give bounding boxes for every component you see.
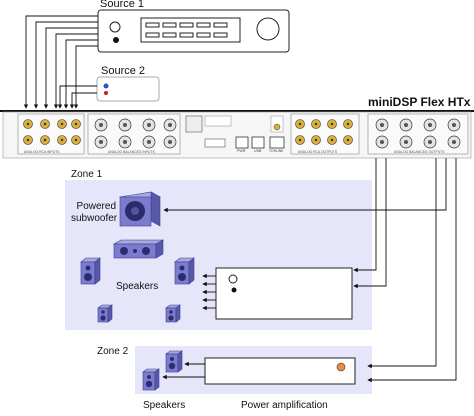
source1-cables: [23, 15, 98, 109]
rear-right-speaker-icon: [165, 304, 181, 323]
front-left-speaker-icon: [80, 257, 101, 285]
panel-label-balanced-inputs: ANALOG BALANCED INPUTS: [108, 150, 155, 154]
zone1-speakers-label: Speakers: [116, 281, 159, 292]
port-label-toslink: TOSLINK: [269, 149, 284, 153]
zone2-speaker-a-icon: [165, 350, 183, 373]
subwoofer-label-line1: Powered: [76, 201, 116, 212]
panel-label-rca-inputs: ANALOG RCA INPUTS: [24, 150, 60, 154]
source1-label: Source 1: [100, 0, 145, 10]
source2-label: Source 2: [101, 65, 146, 77]
port-label-usb: USB: [254, 149, 262, 153]
panel-label-rca-outputs: ANALOG RCA OUTPUTS: [298, 150, 338, 154]
source1-device: [97, 9, 290, 53]
subwoofer-icon: [119, 191, 161, 227]
source2-device: [96, 76, 160, 102]
panel-label-balanced-outputs: ANALOG BALANCED OUTPUTS: [394, 150, 445, 154]
output-cables: [163, 158, 457, 383]
zone2-amplifier: [204, 357, 356, 385]
zone2-title: Zone 2: [97, 346, 129, 357]
source2-cables: [57, 85, 97, 109]
center-speaker-icon: [112, 239, 165, 259]
zone1-title: Zone 1: [71, 169, 103, 180]
subwoofer-label-line2: subwoofer: [71, 213, 118, 224]
zone2-speakers-label: Speakers: [143, 400, 186, 411]
device-name: miniDSP Flex HTx: [368, 95, 471, 109]
zone2-speaker-cables: [162, 361, 205, 380]
zone2-speaker-b-icon: [142, 368, 160, 391]
rear-left-speaker-icon: [97, 304, 113, 323]
zone1-amplifier: [215, 267, 353, 320]
minidsp-rear-panel: [0, 110, 474, 159]
front-right-speaker-icon: [174, 257, 195, 285]
zone1-speaker-cables: [202, 273, 216, 311]
port-label-pwr: PWR: [237, 149, 246, 153]
zone2-amp-label: Power amplification: [241, 400, 328, 411]
